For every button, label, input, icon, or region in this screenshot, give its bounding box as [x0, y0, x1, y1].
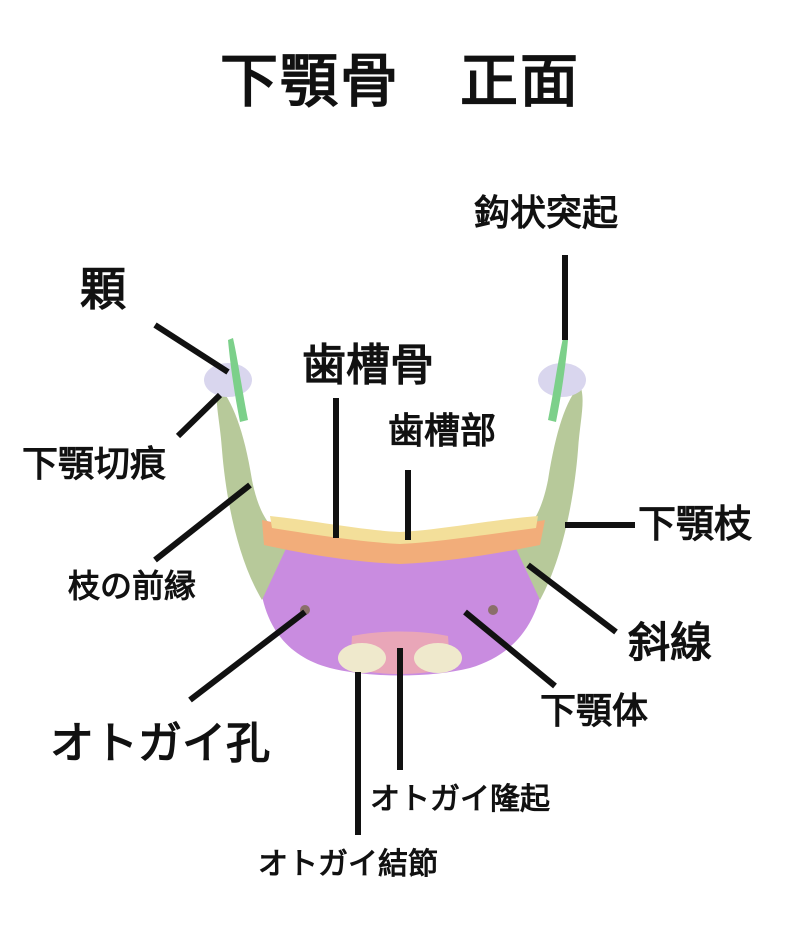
left-mental-tubercle	[338, 643, 386, 673]
page-title: 下顎骨 正面	[219, 47, 580, 115]
label-anterior-border: 枝の前縁	[68, 567, 197, 605]
leader-body	[463, 609, 557, 689]
label-mandibular-body: 下顎体	[540, 691, 649, 732]
left-condyle	[204, 363, 252, 397]
leader-mental-foramen	[188, 609, 307, 703]
right-coronoid	[548, 338, 568, 422]
label-mental-tubercle: オトガイ結節	[258, 847, 438, 882]
leader-oblique-line	[526, 562, 618, 635]
right-mental-foramen	[488, 605, 498, 615]
label-mandibular-ramus: 下顎枝	[638, 502, 753, 546]
right-mental-tubercle	[414, 643, 462, 673]
label-mental-protuberance: オトガイ隆起	[370, 782, 550, 817]
label-coronoid-process: 鈎状突起	[474, 193, 619, 234]
mandible-body	[258, 520, 547, 676]
left-coronoid	[228, 338, 248, 422]
label-alveolar-bone: 歯槽骨	[302, 340, 434, 391]
leader-anterior-border	[153, 482, 252, 563]
label-mandibular-notch: 下顎切痕	[22, 444, 167, 485]
leader-condyle	[153, 322, 230, 375]
leader-notch	[175, 392, 223, 439]
label-oblique-line: 斜線	[628, 618, 713, 667]
label-alveolar-part: 歯槽部	[388, 411, 497, 452]
leader-lines	[153, 255, 635, 835]
label-condyle: 顆	[80, 262, 126, 316]
label-mental-foramen: オトガイ孔	[50, 718, 270, 769]
